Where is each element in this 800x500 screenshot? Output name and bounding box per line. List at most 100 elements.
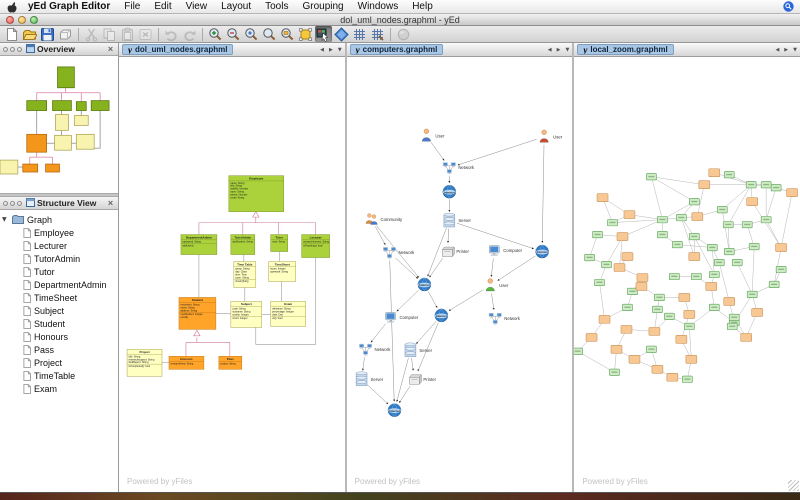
mesh-node[interactable] [614, 263, 626, 272]
tree-item-graph[interactable]: Graph [2, 213, 116, 226]
tree-item-departmentadmin[interactable]: DepartmentAdmin [2, 278, 116, 291]
navigation-button[interactable] [333, 26, 350, 42]
mesh-node[interactable] [751, 308, 764, 317]
zoom-fit-button[interactable] [261, 26, 278, 42]
mesh-node[interactable] [786, 188, 799, 197]
save-button[interactable] [39, 26, 56, 42]
tab-list-icon[interactable] [565, 47, 569, 53]
zoom-window-button[interactable] [30, 15, 38, 24]
mesh-node[interactable] [611, 345, 623, 354]
mesh-node[interactable] [636, 273, 649, 282]
net-node-user[interactable]: User [485, 278, 509, 292]
mesh-node[interactable] [705, 282, 718, 291]
net-node-internet[interactable]: Internet [434, 308, 448, 323]
mesh-node[interactable] [740, 333, 753, 342]
net-node-server[interactable]: Server [355, 371, 384, 386]
tree-item-employee[interactable]: Employee [2, 226, 116, 239]
overview-canvas[interactable] [0, 56, 118, 193]
mesh-node[interactable] [622, 252, 634, 261]
tab-scroll-left-icon[interactable] [775, 47, 779, 53]
net-node-printer[interactable]: Printer [441, 246, 469, 258]
net-node-network[interactable]: Network [358, 343, 391, 356]
tree-item-timetable[interactable]: TimeTable [2, 369, 116, 382]
net-node-internet[interactable]: Internet [442, 184, 456, 199]
cut-button[interactable] [83, 26, 100, 42]
mesh-node[interactable] [678, 293, 691, 302]
tab-scroll-left-icon[interactable] [320, 47, 324, 53]
menu-item-help[interactable]: Help [412, 1, 433, 12]
net-node-printer[interactable]: Printer [408, 374, 436, 385]
net-node-network[interactable]: Network [488, 313, 521, 325]
overview-close-icon[interactable] [106, 45, 115, 54]
tab-list-icon[interactable] [793, 47, 797, 53]
sphere-button[interactable] [395, 26, 412, 42]
mesh-node[interactable] [683, 310, 696, 319]
menu-item-view[interactable]: View [185, 1, 208, 12]
net-node-computer[interactable]: Computer [384, 312, 419, 323]
net-node-internet[interactable]: Internet [387, 403, 401, 417]
net-node-internet[interactable]: Internet [535, 244, 549, 259]
tab-scroll-right-icon[interactable] [557, 47, 561, 53]
grid-button[interactable] [351, 26, 368, 42]
mesh-node[interactable] [666, 372, 679, 382]
mesh-node[interactable] [599, 315, 611, 324]
mesh-graph-canvas[interactable]: Powered by yFiles [574, 57, 800, 492]
tree-item-project[interactable]: Project [2, 356, 116, 369]
net-node-internet[interactable]: Internet [417, 277, 431, 292]
redo-button[interactable] [181, 26, 198, 42]
close-window-button[interactable] [6, 15, 14, 24]
menu-item-file[interactable]: File [124, 1, 141, 12]
tab-scroll-right-icon[interactable] [329, 47, 333, 53]
net-node-network[interactable]: Network [382, 247, 415, 259]
mesh-node[interactable] [621, 325, 633, 334]
structure-close-icon[interactable] [106, 199, 115, 208]
open-folder-button[interactable] [21, 26, 38, 42]
tab-scroll-right-icon[interactable] [784, 47, 788, 53]
tree-item-pass[interactable]: Pass [2, 343, 116, 356]
tab-computers[interactable]: computers.graphml [349, 44, 444, 55]
copy-button[interactable] [101, 26, 118, 42]
mesh-node[interactable] [708, 168, 721, 178]
mesh-node[interactable] [723, 297, 736, 306]
mesh-node[interactable] [685, 355, 698, 364]
tab-scroll-left-icon[interactable] [548, 47, 552, 53]
fit-content-button[interactable] [297, 26, 314, 42]
zoom-out-button[interactable] [225, 26, 242, 42]
zoom-in-button[interactable] [207, 26, 224, 42]
tree-item-tutoradmin[interactable]: TutorAdmin [2, 252, 116, 265]
new-file-button[interactable] [3, 26, 20, 42]
menu-item-layout[interactable]: Layout [221, 1, 252, 12]
mesh-node[interactable] [698, 180, 711, 189]
tree-item-tutor[interactable]: Tutor [2, 265, 116, 278]
mesh-node[interactable] [597, 193, 609, 202]
tab-local-zoom[interactable]: local_zoom.graphml [577, 44, 674, 55]
net-node-network[interactable]: Network [442, 162, 475, 175]
tree-item-honours[interactable]: Honours [2, 330, 116, 343]
tree-item-student[interactable]: Student [2, 317, 116, 330]
delete-button[interactable] [137, 26, 154, 42]
zoom-actual-button[interactable] [243, 26, 260, 42]
zoom-selection-button[interactable] [279, 26, 296, 42]
menu-item-yed-graph-editor[interactable]: yEd Graph Editor [28, 1, 111, 12]
net-node-computer[interactable]: Computer [488, 245, 522, 256]
net-node-user[interactable]: User [421, 128, 445, 142]
net-node-user[interactable]: User [539, 129, 563, 143]
tree-item-lecturer[interactable]: Lecturer [2, 239, 116, 252]
tab-dol-uml-nodes[interactable]: dol_uml_nodes.graphml [122, 44, 234, 55]
snap-grid-button[interactable] [369, 26, 386, 42]
window-resize-grip[interactable] [788, 480, 800, 491]
mesh-node[interactable] [691, 212, 704, 221]
mesh-node[interactable] [675, 335, 688, 344]
mesh-node[interactable] [746, 197, 759, 206]
mesh-node[interactable] [624, 210, 636, 219]
tree-item-timesheet[interactable]: TimeSheet [2, 291, 116, 304]
mesh-node[interactable] [635, 282, 648, 291]
edit-mode-button[interactable] [315, 26, 332, 42]
minimize-window-button[interactable] [18, 15, 26, 24]
undo-button[interactable] [163, 26, 180, 42]
mesh-node[interactable] [651, 364, 664, 374]
menu-item-tools[interactable]: Tools [265, 1, 289, 12]
mesh-node[interactable] [629, 355, 641, 364]
mesh-node[interactable] [648, 327, 661, 336]
